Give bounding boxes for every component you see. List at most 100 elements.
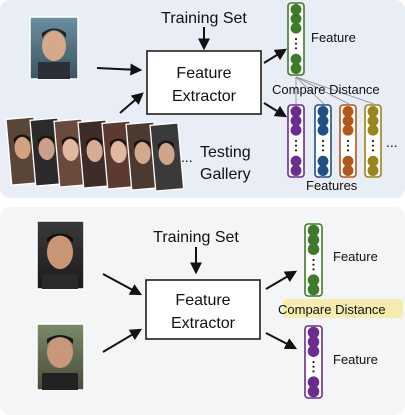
top-extractor-line2: Extractor [172,88,237,105]
gallery-face-photo-label: face-photo [161,153,174,157]
feature-dot [307,274,320,286]
feature-dot [307,326,320,339]
gallery-ellipsis: ... [181,149,193,165]
feature-ellipsis-dot [294,149,298,152]
feature-ellipsis-dot [312,268,315,271]
gallery-feature-vectors [287,104,382,178]
bottom-arrow-b-to-extractor [102,328,143,353]
gallery-label: Gallery [200,166,251,183]
feature-ellipsis-dot [294,139,298,143]
gallery-feature-column [339,104,357,178]
bottom-extractor-line2: Extractor [171,315,236,332]
gallery-feature-column [287,104,305,178]
feature-dot [307,376,320,388]
feature-ellipsis-dot [346,149,350,152]
gallery-face-photo-label: face-photo [17,147,30,151]
feature-dot [290,165,302,176]
feature-ellipsis-dot [312,263,315,266]
feature-dot [307,345,320,357]
bottom-feature-vector-a [304,223,323,297]
features-label: Features [306,178,358,193]
feature-ellipsis-dot [294,42,298,45]
top-training-set-label: Training Set [161,10,247,27]
feature-dot [342,115,354,127]
gallery-face-photo: face-photo [149,122,185,192]
feature-dot [290,4,302,15]
feature-ellipsis-dot [321,139,325,143]
gallery-face-photo-label: face-photo [65,149,78,153]
feature-dot [307,385,320,398]
feature-dot [367,124,379,136]
feature-ellipsis-dot [321,149,325,152]
bottom-face-photo-b: face-photo [36,323,85,391]
feature-ellipsis-dot [371,139,375,143]
feature-dot [342,124,354,136]
top-arrow-to-feature [263,48,288,64]
feature-ellipsis-dot [294,47,298,50]
feature-dot [342,155,354,167]
feature-dot [367,115,379,127]
bottom-compare-distance-label: Compare Distance [278,302,386,317]
feature-ellipsis-dot [312,365,315,368]
feature-ellipsis-dot [312,360,315,364]
feature-dot [290,115,302,127]
feature-dot [290,13,302,25]
feature-dot [307,283,320,296]
bottom-panel: face-photo face-photo Training Set Featu… [0,207,405,415]
feature-dot [290,63,302,74]
feature-dot [307,234,320,246]
bottom-face-photo-a-label: face-photo [53,252,68,256]
feature-dot [290,106,302,117]
top-arrow-gallery-to-extractor [119,92,144,114]
top-feature-extractor-box [146,50,262,115]
feature-dot [307,243,320,255]
top-arrow-query-to-extractor [96,63,143,76]
top-feature-vector [287,2,305,76]
feature-dot [290,22,302,34]
feature-ellipsis-dot [371,149,375,152]
bottom-feature-bottom-label: Feature [333,352,378,367]
top-extractor-line1: Feature [176,65,231,82]
columns-ellipsis: ... [386,134,398,150]
bottom-feature-extractor-box [145,279,261,340]
query-face-photo-label: face-photo [47,46,62,50]
gallery-face-photo-label: face-photo [137,152,150,156]
gallery-face-photo-label: face-photo [41,148,54,152]
feature-dot [290,155,302,167]
bottom-arrow-to-feature-top [265,270,298,290]
query-face-photo: face-photo [29,16,79,80]
top-compare-lines [295,76,375,105]
feature-dot [307,224,320,237]
top-compare-distance-label: Compare Distance [272,82,380,97]
feature-dot [317,124,329,136]
feature-dot [317,155,329,167]
feature-dot [290,53,302,65]
bottom-feature-vector-b [304,325,323,399]
bottom-face-photo-a: face-photo [36,220,85,290]
top-arrow-to-features [263,102,288,118]
gallery-face-photo-label: face-photo [89,150,102,154]
feature-dot [367,106,379,117]
bottom-training-set-label: Training Set [153,229,239,246]
feature-dot [317,106,329,117]
feature-ellipsis-dot [371,144,375,147]
feature-dot [317,165,329,176]
bottom-extractor-line1: Feature [175,292,230,309]
feature-ellipsis-dot [321,144,325,147]
testing-gallery-photos: face-photo face-photo face-photo face-photo… [5,116,185,192]
feature-dot [367,155,379,167]
feature-dot [367,165,379,176]
feature-ellipsis-dot [312,370,315,373]
feature-dot [307,336,320,348]
feature-ellipsis-dot [294,37,298,41]
feature-dot [317,115,329,127]
feature-ellipsis-dot [346,139,350,143]
gallery-feature-column [314,104,332,178]
compare-highlight [283,299,403,318]
bottom-feature-top-label: Feature [333,249,378,264]
feature-ellipsis-dot [312,258,315,262]
gallery-face-photo-label: face-photo [113,151,126,155]
gallery-feature-column [364,104,382,178]
